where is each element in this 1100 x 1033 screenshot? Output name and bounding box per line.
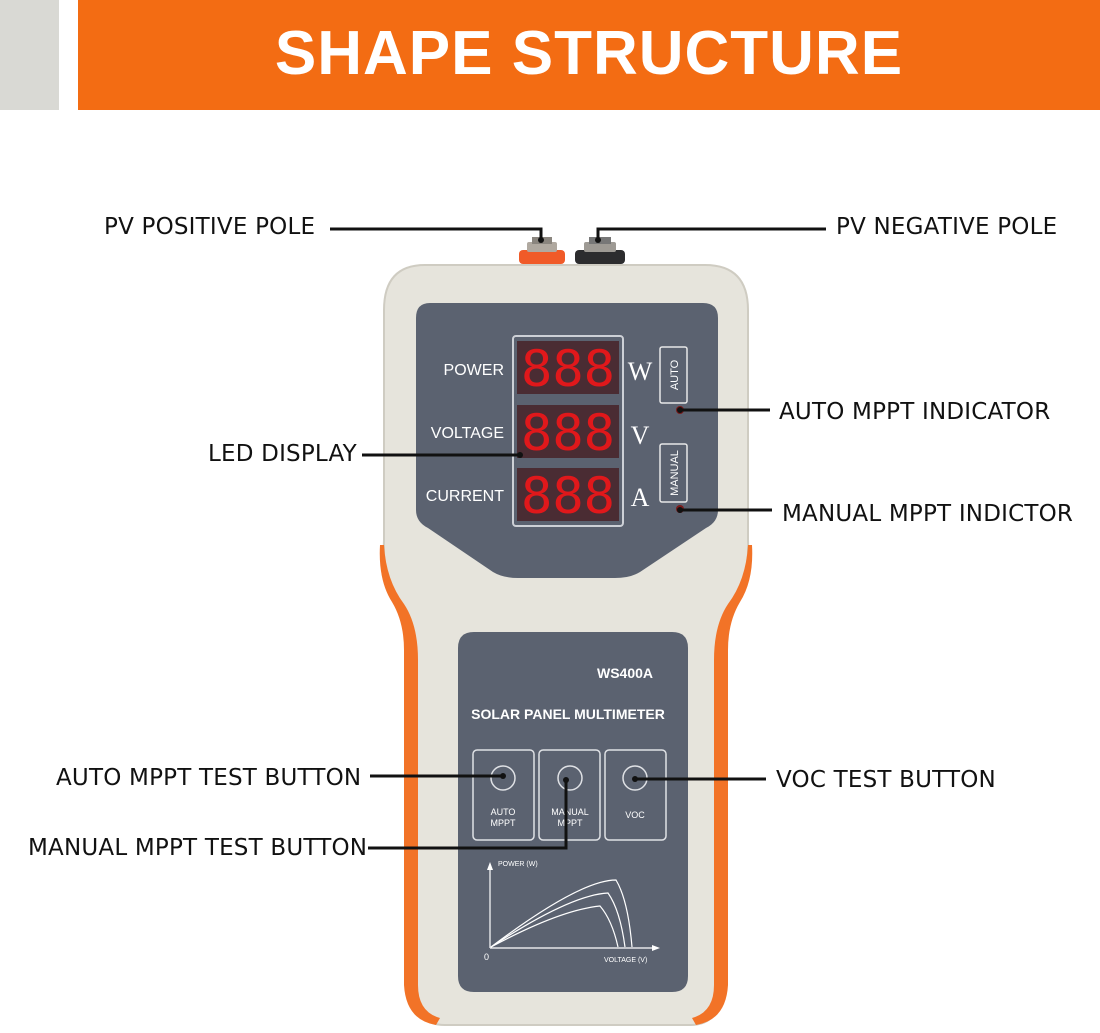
graph-x-label: VOLTAGE (V) (604, 957, 647, 964)
display-label-voltage: VOLTAGE (431, 425, 504, 442)
product-name: SOLAR PANEL MULTIMETER (471, 706, 665, 722)
auto-tag-frame (659, 346, 688, 404)
manual-mppt-button-knob[interactable] (557, 765, 583, 791)
display-label-current: CURRENT (426, 488, 504, 505)
graph-y-label: POWER (W) (498, 861, 538, 868)
callout-pv-negative-pole: PV NEGATIVE POLE (836, 214, 1058, 240)
header-accent (0, 0, 59, 110)
header-bar (78, 0, 1100, 110)
manual-mppt-button-label-1: MANUAL (551, 807, 589, 817)
manual-mppt-button[interactable]: MANUAL MPPT (538, 749, 601, 841)
leader-lines (330, 227, 826, 850)
auto-mppt-button-label-2: MPPT (490, 818, 516, 828)
led-digits: 888 (521, 467, 615, 525)
callout-led-display: LED DISPLAY (208, 441, 357, 467)
callout-manual-mppt-test-button: MANUAL MPPT TEST BUTTON (28, 835, 368, 861)
display-unit-w: W (628, 357, 653, 386)
led-digits: 888 (521, 340, 615, 398)
display-unit-a: A (631, 483, 650, 512)
callout-auto-mppt-indicator: AUTO MPPT INDICATOR (779, 399, 1051, 425)
led-digits: 888 (521, 404, 615, 462)
callout-pv-positive-pole: PV POSITIVE POLE (104, 214, 316, 240)
power-voltage-graph: POWER (W) VOLTAGE (V) 0 (484, 861, 660, 964)
led-row-background (517, 468, 619, 521)
model-number: WS400A (597, 665, 653, 681)
leader-dots (500, 237, 683, 783)
manual-mppt-button-label-2: MPPT (557, 818, 583, 828)
led-row-background (517, 341, 619, 394)
callout-auto-mppt-test-button: AUTO MPPT TEST BUTTON (56, 765, 362, 791)
callout-manual-mppt-indicator: MANUAL MPPT INDICTOR (782, 501, 1074, 527)
led-row-background (517, 405, 619, 458)
callout-voc-test-button: VOC TEST BUTTON (776, 767, 996, 793)
voc-button-label: VOC (625, 810, 645, 820)
display-label-power: POWER (444, 362, 504, 379)
manual-tag-frame (659, 443, 688, 503)
auto-tag: AUTO (669, 359, 681, 390)
display-unit-v: V (631, 421, 650, 450)
auto-mppt-button-label-1: AUTO (491, 807, 516, 817)
control-panel (458, 632, 688, 992)
manual-tag: MANUAL (669, 450, 681, 496)
graph-origin: 0 (484, 952, 489, 962)
page-title: SHAPE STRUCTURE (274, 19, 904, 88)
